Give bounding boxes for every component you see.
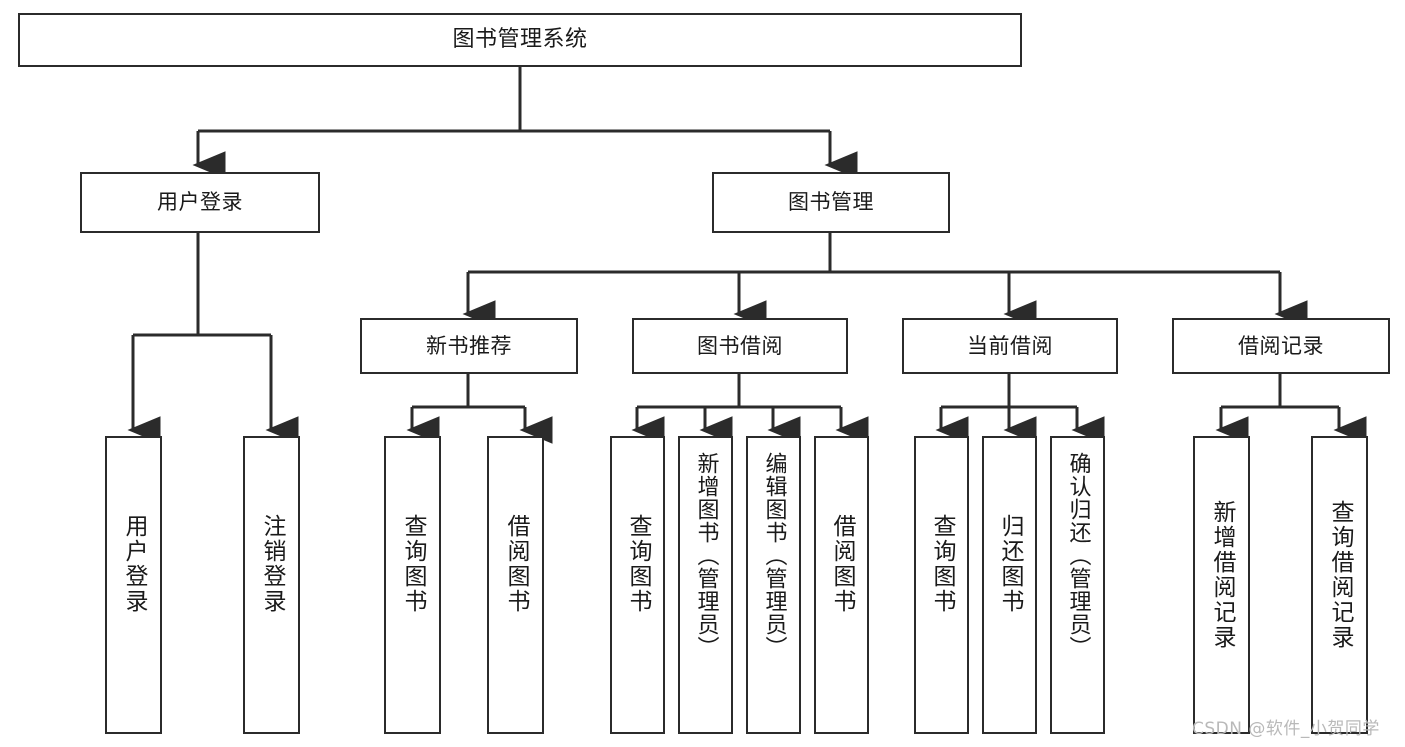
leaf-query-book-3[interactable]: 查询图书: [914, 436, 969, 734]
leaf-borrow-book-2-label: 借阅图书: [829, 514, 855, 614]
node-current-borrow[interactable]: 当前借阅: [902, 318, 1118, 374]
csdn-watermark: CSDN @软件_小贺同学: [1192, 719, 1380, 739]
node-new-book-recommend-label: 新书推荐: [426, 333, 512, 358]
node-book-management[interactable]: 图书管理: [712, 172, 950, 233]
leaf-add-book[interactable]: 新增图书（管理员）: [678, 436, 733, 734]
leaf-borrow-book-1[interactable]: 借阅图书: [487, 436, 544, 734]
node-user-login[interactable]: 用户登录: [80, 172, 320, 233]
node-book-borrow[interactable]: 图书借阅: [632, 318, 848, 374]
leaf-return-book[interactable]: 归还图书: [982, 436, 1037, 734]
leaf-query-record-label: 查询借阅记录: [1327, 500, 1353, 650]
node-borrow-record[interactable]: 借阅记录: [1172, 318, 1390, 374]
leaf-edit-book-label: 编辑图书（管理员）: [761, 452, 787, 659]
node-new-book-recommend[interactable]: 新书推荐: [360, 318, 578, 374]
leaf-add-record[interactable]: 新增借阅记录: [1193, 436, 1250, 734]
leaf-add-record-label: 新增借阅记录: [1209, 500, 1235, 650]
node-root[interactable]: 图书管理系统: [18, 13, 1022, 67]
leaf-user-login[interactable]: 用户登录: [105, 436, 162, 734]
leaf-logout-label: 注销登录: [259, 514, 285, 614]
node-book-management-label: 图书管理: [788, 190, 874, 215]
leaf-logout[interactable]: 注销登录: [243, 436, 300, 734]
leaf-confirm-return[interactable]: 确认归还（管理员）: [1050, 436, 1105, 734]
leaf-user-login-label: 用户登录: [121, 514, 147, 614]
leaf-query-book-1-label: 查询图书: [400, 514, 426, 614]
leaf-query-record[interactable]: 查询借阅记录: [1311, 436, 1368, 734]
node-borrow-record-label: 借阅记录: [1238, 333, 1324, 358]
leaf-borrow-book-2[interactable]: 借阅图书: [814, 436, 869, 734]
leaf-return-book-label: 归还图书: [997, 514, 1023, 614]
leaf-edit-book[interactable]: 编辑图书（管理员）: [746, 436, 801, 734]
leaf-confirm-return-label: 确认归还（管理员）: [1065, 452, 1091, 659]
node-user-login-label: 用户登录: [157, 190, 243, 215]
leaf-query-book-3-label: 查询图书: [929, 514, 955, 614]
node-book-borrow-label: 图书借阅: [697, 333, 783, 358]
leaf-query-book-1[interactable]: 查询图书: [384, 436, 441, 734]
leaf-query-book-2[interactable]: 查询图书: [610, 436, 665, 734]
leaf-add-book-label: 新增图书（管理员）: [693, 452, 719, 659]
leaf-borrow-book-1-label: 借阅图书: [503, 514, 529, 614]
node-current-borrow-label: 当前借阅: [967, 333, 1053, 358]
leaf-query-book-2-label: 查询图书: [625, 514, 651, 614]
node-root-label: 图书管理系统: [452, 27, 588, 53]
